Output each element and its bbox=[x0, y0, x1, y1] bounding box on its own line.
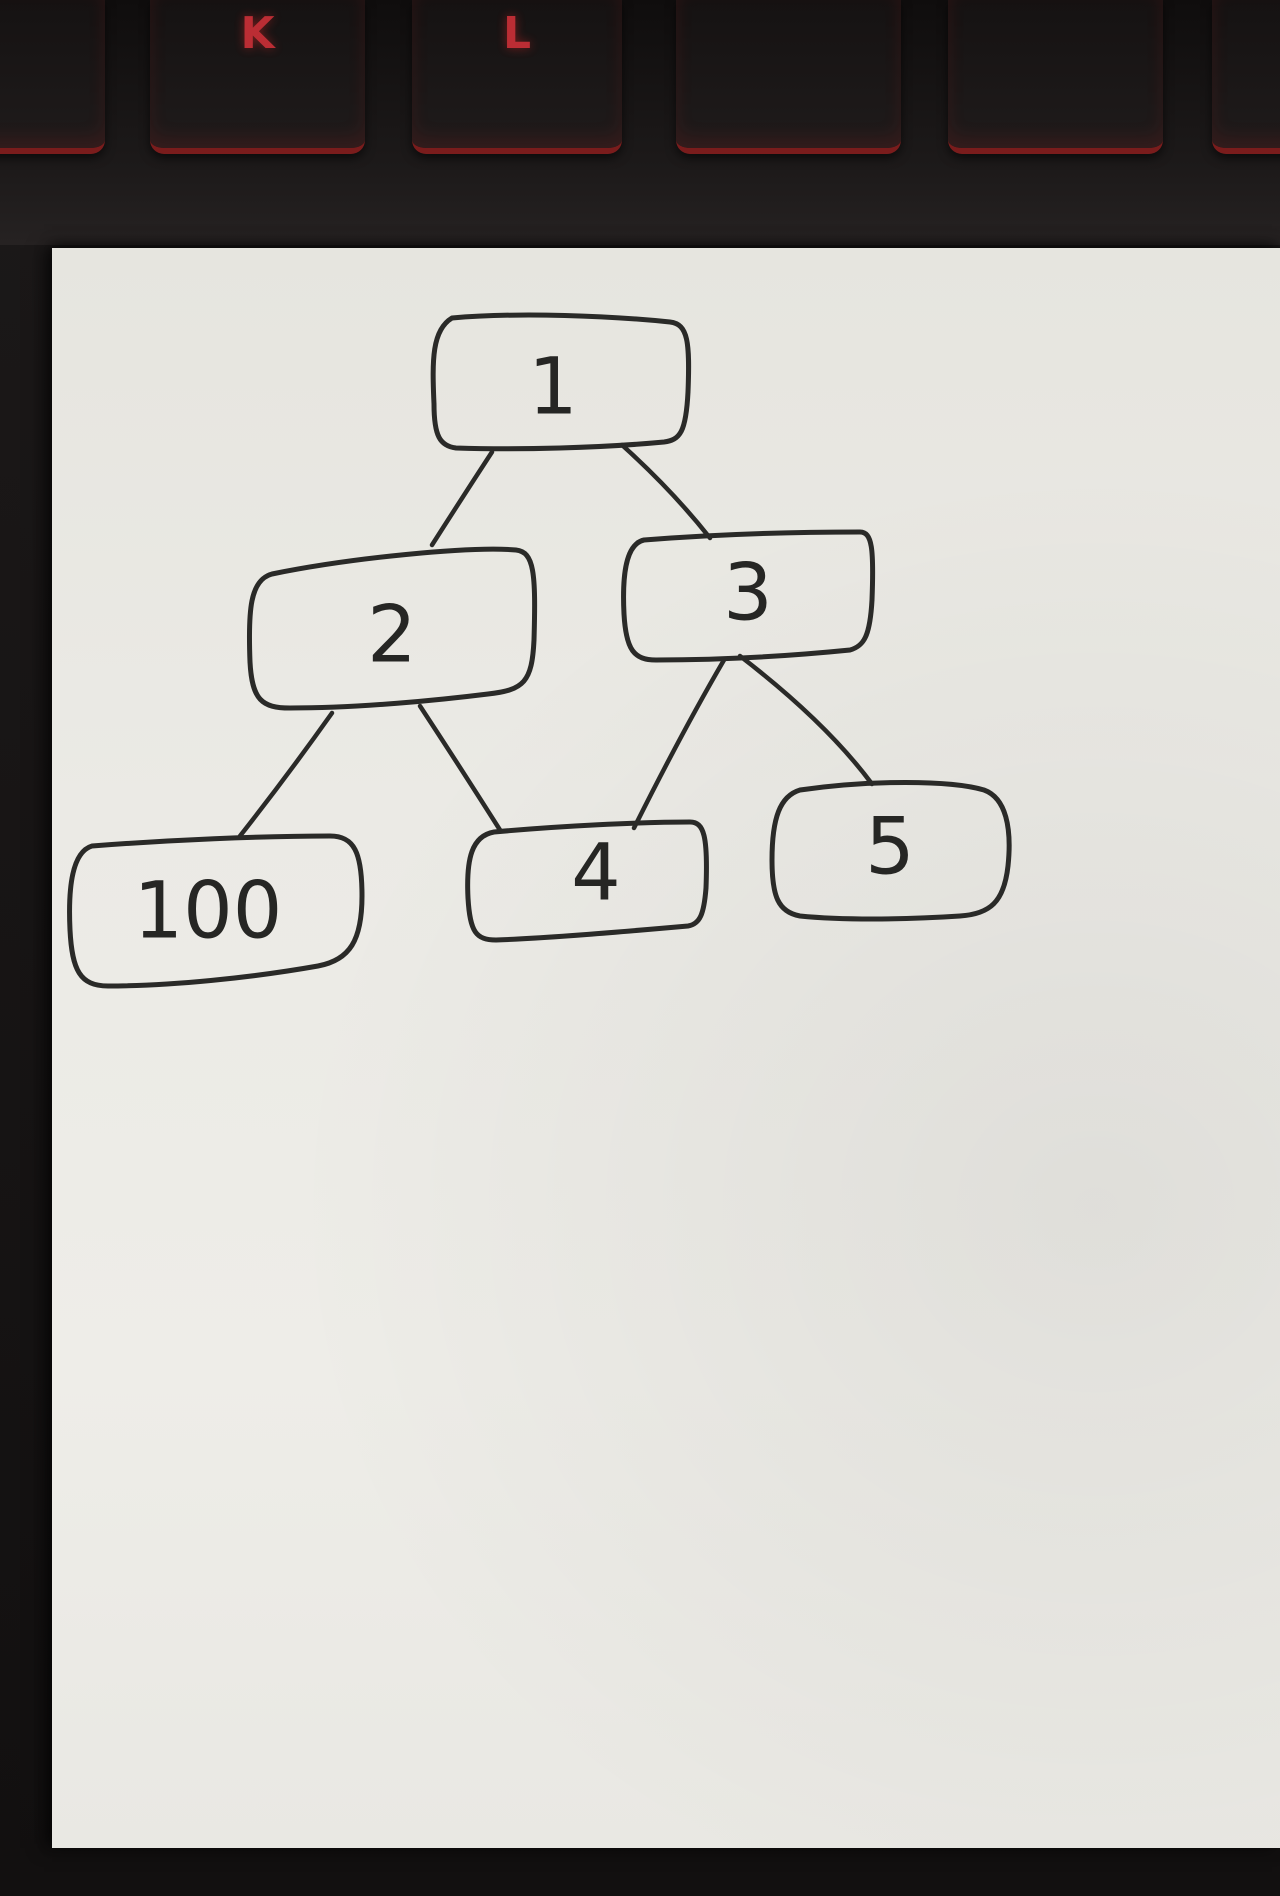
node-box bbox=[246, 546, 538, 711]
edge-2-100 bbox=[237, 710, 335, 839]
key-legend-k: K bbox=[240, 8, 275, 59]
key-legend-l: L bbox=[502, 8, 532, 59]
node-label: 5 bbox=[865, 802, 915, 892]
node-label: 2 bbox=[367, 590, 417, 680]
keyboard-key bbox=[948, 0, 1163, 154]
tree-edges bbox=[237, 442, 875, 839]
tree-node-3: 3 bbox=[621, 529, 876, 663]
tree-node-2: 2 bbox=[246, 546, 538, 711]
keyboard-key bbox=[0, 0, 105, 154]
node-label: 4 bbox=[571, 828, 621, 918]
keyboard-key bbox=[1212, 0, 1280, 154]
tree-node-1: 1 bbox=[430, 312, 692, 452]
node-label: 3 bbox=[723, 548, 773, 638]
keyboard-key-l: L bbox=[412, 0, 622, 154]
edge-3-4 bbox=[631, 657, 727, 831]
edge-1-2 bbox=[429, 449, 495, 548]
keyboard-key-k: K bbox=[150, 0, 365, 154]
tree-node-100: 100 bbox=[67, 833, 365, 989]
node-label: 100 bbox=[134, 866, 283, 956]
tree-node-5: 5 bbox=[769, 780, 1012, 922]
tree-node-4: 4 bbox=[465, 819, 709, 943]
node-box bbox=[769, 780, 1012, 922]
keyboard-key bbox=[676, 0, 901, 154]
node-box bbox=[67, 833, 365, 989]
keyboard: K L bbox=[0, 0, 1280, 245]
edge-3-5 bbox=[737, 653, 875, 787]
node-box bbox=[621, 529, 876, 663]
node-box bbox=[430, 312, 692, 452]
edge-2-4 bbox=[417, 703, 503, 833]
node-label: 1 bbox=[528, 342, 578, 432]
edge-1-3 bbox=[619, 442, 713, 541]
node-box bbox=[465, 819, 709, 943]
